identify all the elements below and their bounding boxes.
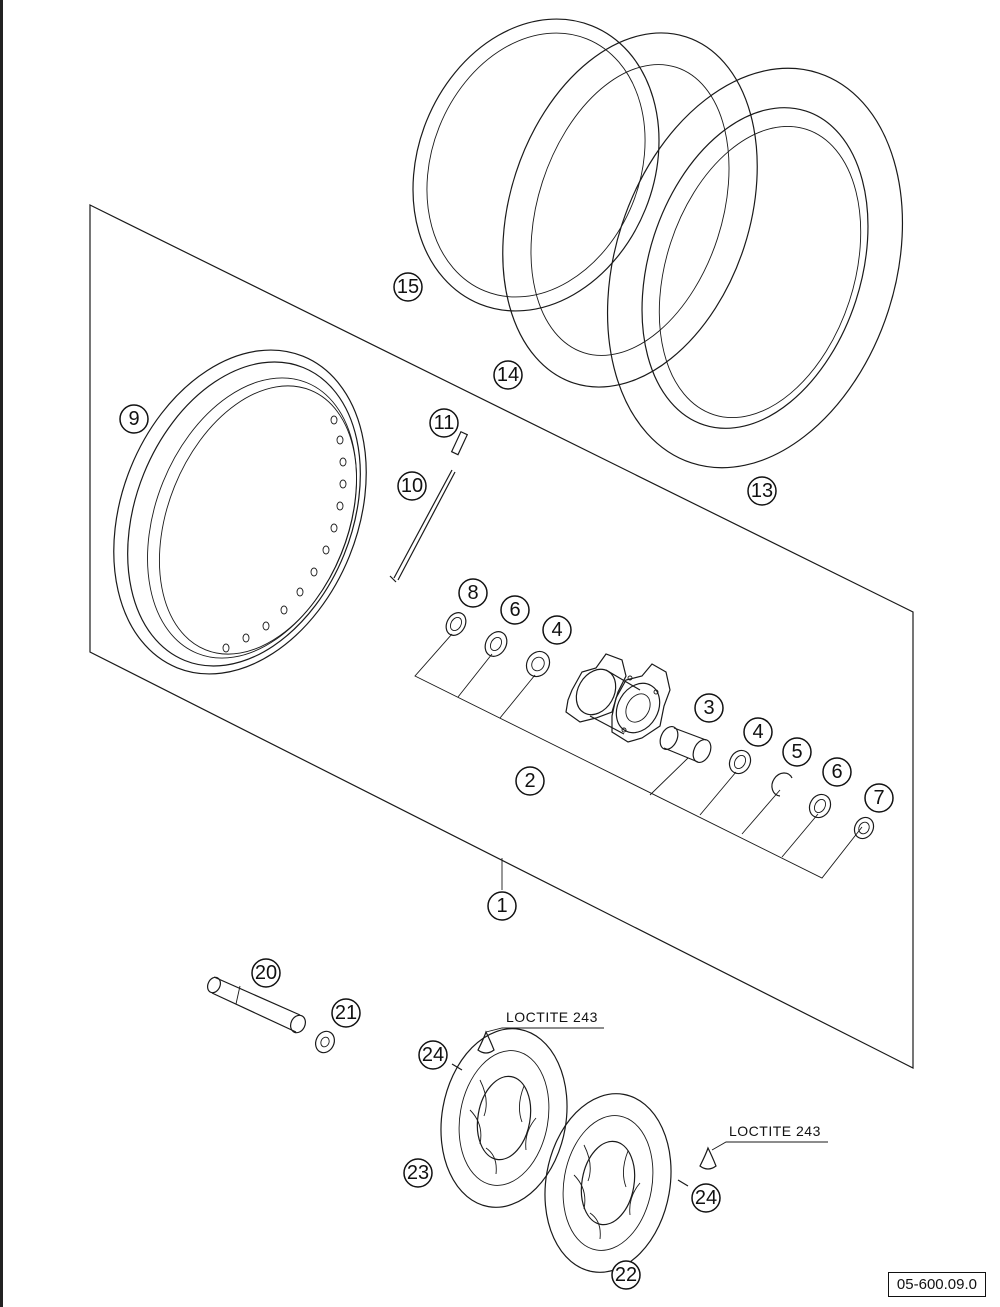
- callout-24-right: 24: [691, 1183, 721, 1213]
- callout-3: 3: [694, 693, 724, 723]
- bearing-6-right: [808, 793, 832, 819]
- brake-disc-23: [440, 1028, 568, 1208]
- loctite-b-leader: [711, 1141, 828, 1151]
- svg-text:21: 21: [335, 1002, 357, 1024]
- callout-8: 8: [458, 578, 488, 608]
- callout-2: 2: [515, 766, 545, 796]
- svg-text:22: 22: [615, 1264, 637, 1286]
- callout-23: 23: [403, 1158, 433, 1188]
- callout-22: 22: [611, 1260, 641, 1290]
- rim: [113, 349, 367, 675]
- svg-text:6: 6: [509, 599, 520, 621]
- svg-text:24: 24: [422, 1044, 444, 1066]
- svg-text:14: 14: [497, 364, 519, 386]
- spoke-nipple: [450, 430, 469, 456]
- callout-4-right: 4: [743, 717, 773, 747]
- svg-text:4: 4: [551, 619, 562, 641]
- svg-text:7: 7: [873, 787, 884, 809]
- page-border: [0, 0, 3, 1307]
- callout-21: 21: [331, 998, 361, 1028]
- drawing-code-label: 05-600.09.0: [887, 1272, 986, 1297]
- loctite-a-leader: [485, 1027, 604, 1033]
- callout-4-left: 4: [542, 615, 572, 645]
- loctite-note-b: LOCTITE 243: [729, 1123, 821, 1139]
- callout-10: 10: [397, 471, 427, 501]
- hub-leader-lines: [414, 633, 863, 879]
- callout-13: 13: [747, 476, 777, 506]
- svg-text:9: 9: [128, 408, 139, 430]
- loctite-note-a: LOCTITE 243: [506, 1009, 598, 1025]
- callout-6-right: 6: [822, 757, 852, 787]
- callout-14: 14: [493, 360, 523, 390]
- bearing-6-left: [484, 631, 508, 657]
- brake-disc-22: [544, 1093, 672, 1273]
- callout-7: 7: [864, 783, 894, 813]
- svg-text:3: 3: [703, 697, 714, 719]
- bearing-4-right: [728, 749, 752, 775]
- svg-text:24: 24: [695, 1187, 717, 1209]
- svg-text:8: 8: [467, 582, 478, 604]
- svg-text:2: 2: [524, 770, 535, 792]
- svg-text:10: 10: [401, 475, 423, 497]
- svg-text:20: 20: [255, 962, 277, 984]
- bearing-4-left: [525, 650, 551, 678]
- assembly-frame: [89, 204, 914, 1069]
- callout-9: 9: [119, 404, 149, 434]
- shaft-seal-7: [853, 816, 875, 840]
- circlip-5: [771, 772, 793, 797]
- callout-1: 1: [487, 891, 517, 921]
- callout-11: 11: [429, 408, 459, 438]
- svg-text:4: 4: [752, 721, 763, 743]
- tyre: [606, 67, 904, 469]
- callout-6-left: 6: [500, 595, 530, 625]
- svg-text:11: 11: [434, 412, 455, 434]
- svg-text:1: 1: [496, 895, 507, 917]
- svg-text:23: 23: [407, 1162, 429, 1184]
- wheel-spindle: [206, 976, 306, 1034]
- callout-20: 20: [251, 958, 281, 988]
- axle-nut: [315, 1030, 335, 1054]
- inner-tube: [502, 32, 758, 388]
- rim-tape: [412, 18, 660, 312]
- shaft-seal-8: [445, 612, 467, 636]
- rim-spoke-holes: [222, 415, 347, 653]
- svg-text:13: 13: [751, 480, 773, 502]
- disc-screw-right: [677, 1146, 717, 1187]
- svg-text:5: 5: [791, 741, 802, 763]
- wheel-hub: [565, 653, 671, 743]
- disc-screw-left: [451, 1030, 495, 1071]
- callout-24-left: 24: [418, 1040, 448, 1070]
- callout-15: 15: [393, 272, 423, 302]
- hub-spacer: [659, 726, 712, 763]
- spoke: [389, 469, 456, 583]
- svg-text:15: 15: [397, 276, 419, 298]
- callout-5: 5: [782, 737, 812, 767]
- svg-text:6: 6: [831, 761, 842, 783]
